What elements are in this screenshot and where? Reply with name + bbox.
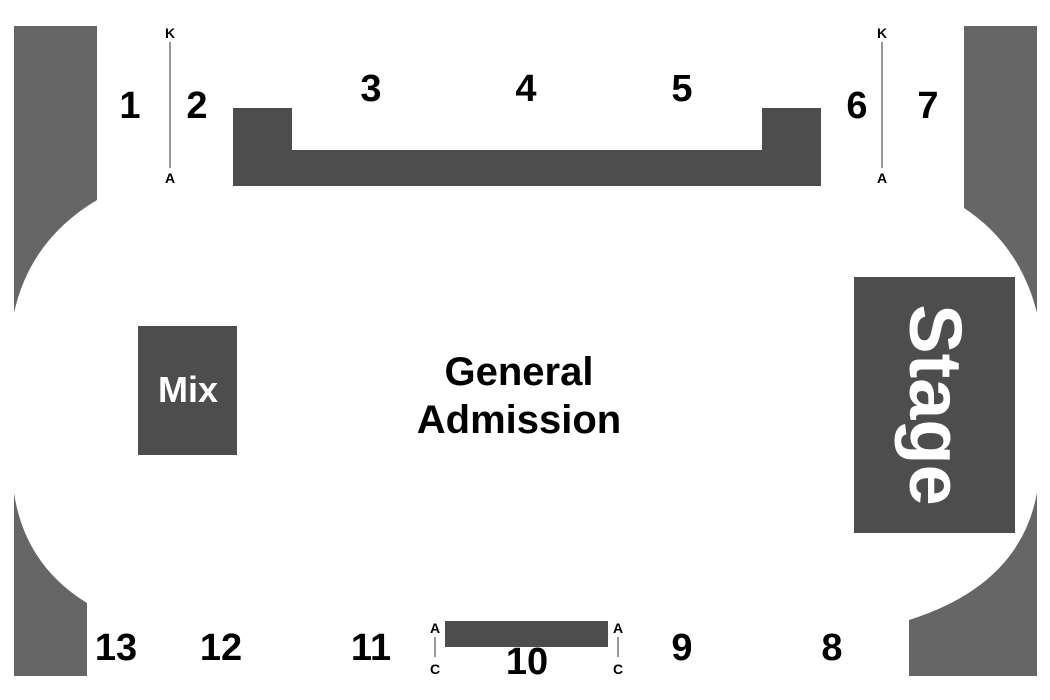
row-label-right-top: K (876, 25, 888, 41)
seating-block-left-top[interactable] (14, 26, 97, 313)
mix-label: Mix (157, 369, 219, 410)
section-12-label[interactable]: 12 (199, 627, 243, 669)
row-label-front-right-bottom: C (612, 661, 624, 677)
seating-block-section-10[interactable] (445, 621, 608, 647)
section-1-label[interactable]: 1 (119, 85, 141, 127)
section-7-label[interactable]: 7 (917, 85, 939, 127)
section-3-label[interactable]: 3 (360, 68, 382, 110)
stage[interactable] (854, 277, 1015, 533)
seating-block-right-bottom[interactable] (909, 493, 1037, 676)
row-label-left-top: K (164, 25, 176, 41)
section-8-label[interactable]: 8 (821, 627, 843, 669)
row-label-front-left-top: A (429, 620, 441, 636)
seating-block-right-top[interactable] (964, 26, 1037, 313)
row-label-front-left-bottom: C (429, 661, 441, 677)
general-admission-label[interactable]: General Admission (417, 348, 621, 444)
section-13-label[interactable]: 13 (94, 627, 138, 669)
general-admission-line-1: General (444, 350, 594, 394)
section-4-label[interactable]: 4 (515, 68, 537, 110)
seating-block-top[interactable] (233, 108, 821, 186)
section-5-label[interactable]: 5 (671, 68, 693, 110)
general-admission-line-2: Admission (416, 398, 622, 442)
section-9-label[interactable]: 9 (671, 627, 693, 669)
section-11-label[interactable]: 11 (350, 627, 392, 669)
mix-booth[interactable] (138, 326, 237, 455)
section-2-label[interactable]: 2 (186, 85, 208, 127)
row-label-right-bottom: A (876, 170, 888, 186)
stage-label: Stage (894, 304, 977, 506)
seating-block-left-bottom[interactable] (14, 493, 87, 676)
section-10-label[interactable]: 10 (505, 641, 549, 683)
row-label-left-bottom: A (164, 170, 176, 186)
section-6-label[interactable]: 6 (846, 85, 868, 127)
row-label-front-right-top: A (612, 620, 624, 636)
